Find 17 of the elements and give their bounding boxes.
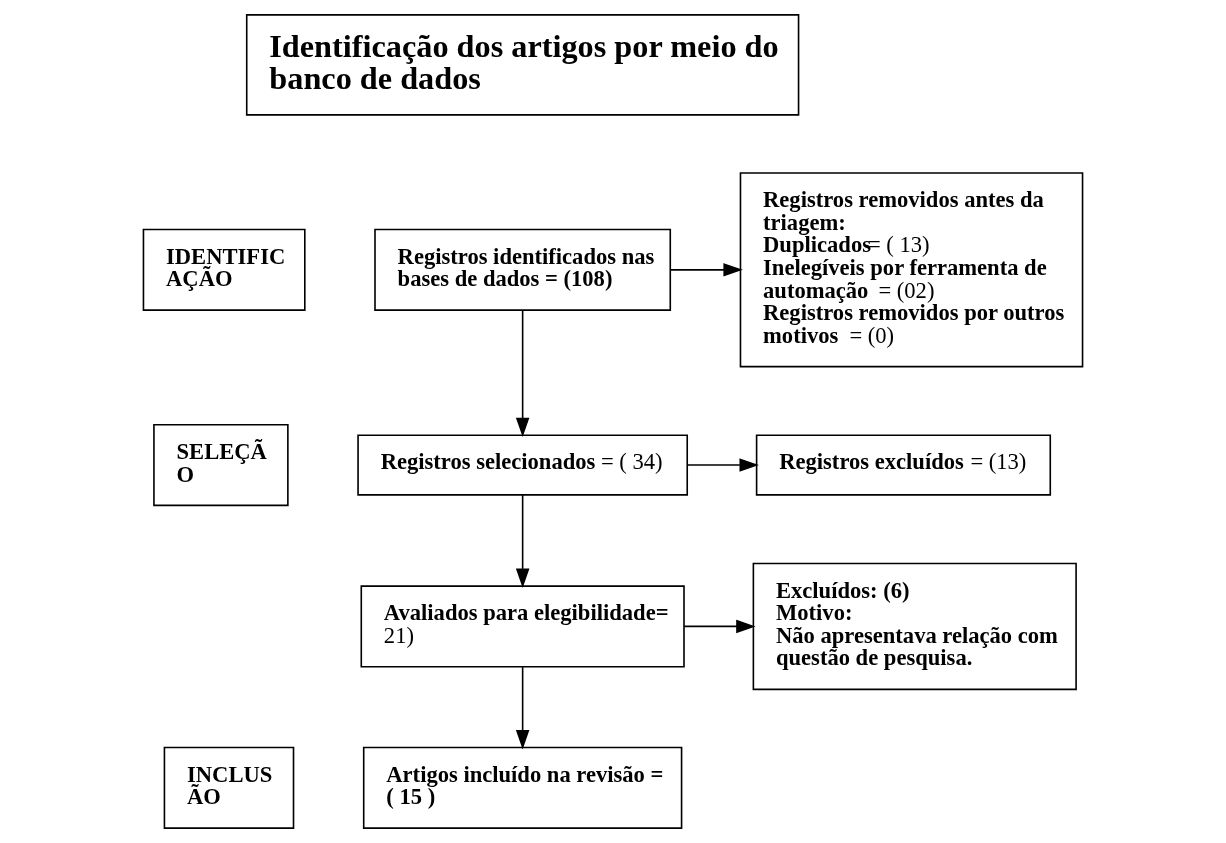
node-box: Artigos incluído na revisão = ( 15 ) — [362, 746, 683, 829]
node-box: Avaliados para elegibilidade= 21) — [360, 585, 685, 668]
arrow — [669, 263, 743, 277]
node-box: Excluídos: (6) Motivo: Não apresentava relação com questão de pesquisa. — [752, 562, 1077, 691]
arrow — [515, 666, 530, 750]
arrow — [515, 494, 530, 588]
node-box: Registros excluídos = (13) — [755, 434, 1052, 496]
node-box: Identificação dos artigos por meio do banco de dados — [245, 14, 800, 116]
arrow — [515, 309, 530, 438]
arrow — [683, 619, 756, 634]
node-box: Registros identificados nas bases de dados = (108) — [374, 228, 672, 311]
node-box: INCLUS ÃO — [163, 746, 295, 829]
node-box: Registros selecionados = ( 34) — [357, 434, 689, 496]
node-box: SELEÇÃ O — [153, 423, 289, 507]
node-box: IDENTIFIC AÇÃO — [142, 228, 306, 311]
node-box: Registros removidos antes da triagem: Duplicados= ( 13) Inelegíveis por ferramenta de automação = (02) Registros removidos por outros motivos = (0) — [739, 172, 1084, 368]
arrow — [686, 458, 759, 472]
